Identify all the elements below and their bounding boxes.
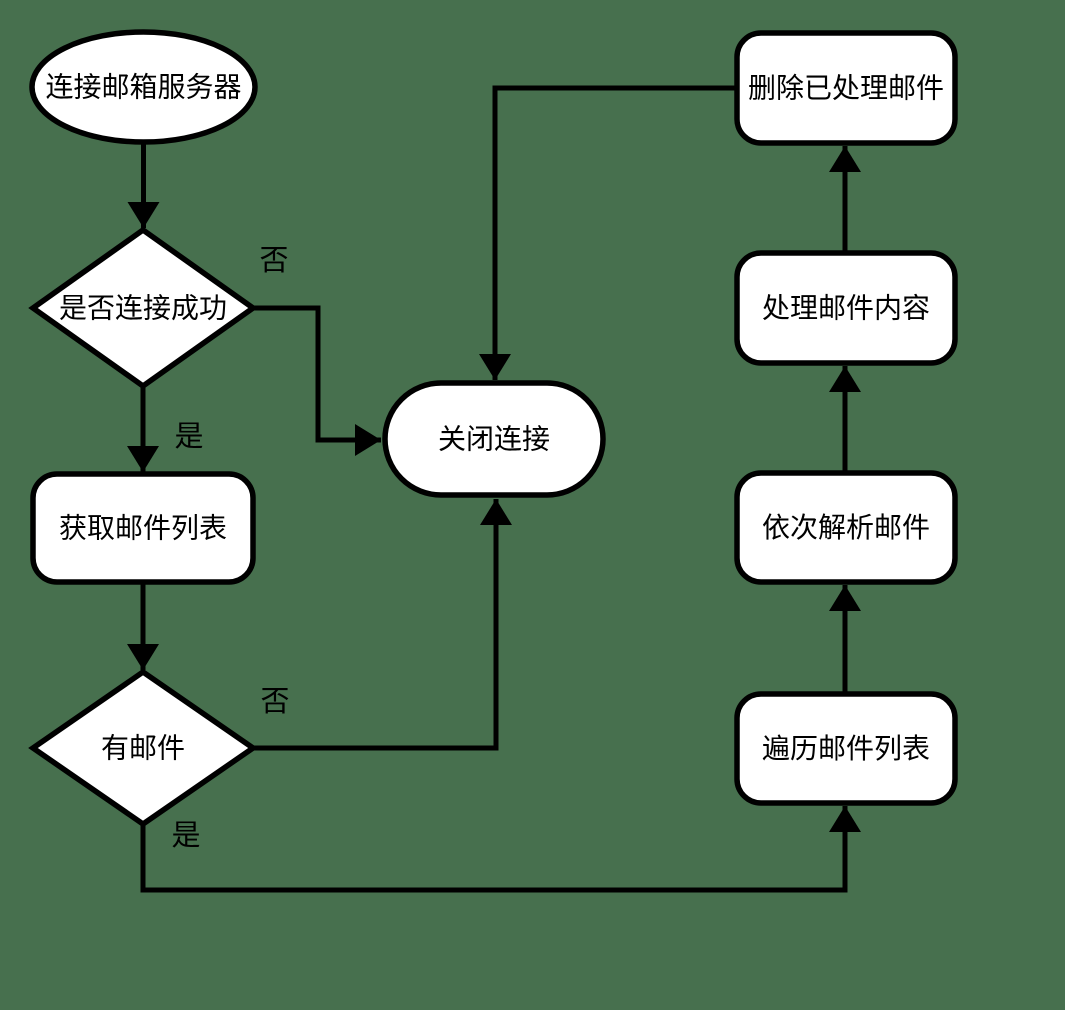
label-check-no: 否 xyxy=(259,245,288,277)
node-delete-processed-mail-label: 删除已处理邮件 xyxy=(748,73,944,104)
edge-delete-to-close xyxy=(479,85,737,380)
label-hasmail-no: 否 xyxy=(260,686,289,718)
node-close-connection-label: 关闭连接 xyxy=(438,424,550,455)
node-get-mail-list-label: 获取邮件列表 xyxy=(59,513,227,544)
node-connect-mail-server-label: 连接邮箱服务器 xyxy=(45,72,241,103)
node-has-mail xyxy=(28,668,258,828)
node-process-mail-content-label: 处理邮件内容 xyxy=(762,293,930,324)
edges xyxy=(127,85,861,893)
node-delete-processed-mail xyxy=(734,30,958,146)
label-hasmail-yes: 是 xyxy=(171,820,200,852)
nodes: 连接邮箱服务器 是否连接成功 获取邮件列表 有邮件 关闭连接 删除已处理邮件 处… xyxy=(28,29,958,828)
label-check-yes: 是 xyxy=(174,421,203,453)
node-connect-mail-server xyxy=(29,29,258,145)
edge-hasmail-yes-to-iterate xyxy=(140,806,861,893)
node-has-mail-label: 有邮件 xyxy=(101,733,185,764)
node-check-connect-success-label: 是否连接成功 xyxy=(59,293,227,324)
edge-hasmail-no-to-close xyxy=(253,499,512,751)
node-close-connection xyxy=(382,380,606,498)
node-check-connect-success xyxy=(28,226,258,390)
edge-check-no-to-close xyxy=(253,305,381,456)
node-process-mail-content xyxy=(734,250,958,366)
node-get-mail-list xyxy=(30,471,256,585)
node-iterate-mail-list xyxy=(734,691,958,806)
node-iterate-mail-list-label: 遍历邮件列表 xyxy=(762,733,930,764)
edge-labels: 否 是 否 是 xyxy=(171,245,289,852)
node-parse-mail-in-order-label: 依次解析邮件 xyxy=(762,512,930,543)
node-parse-mail-in-order xyxy=(734,470,958,585)
